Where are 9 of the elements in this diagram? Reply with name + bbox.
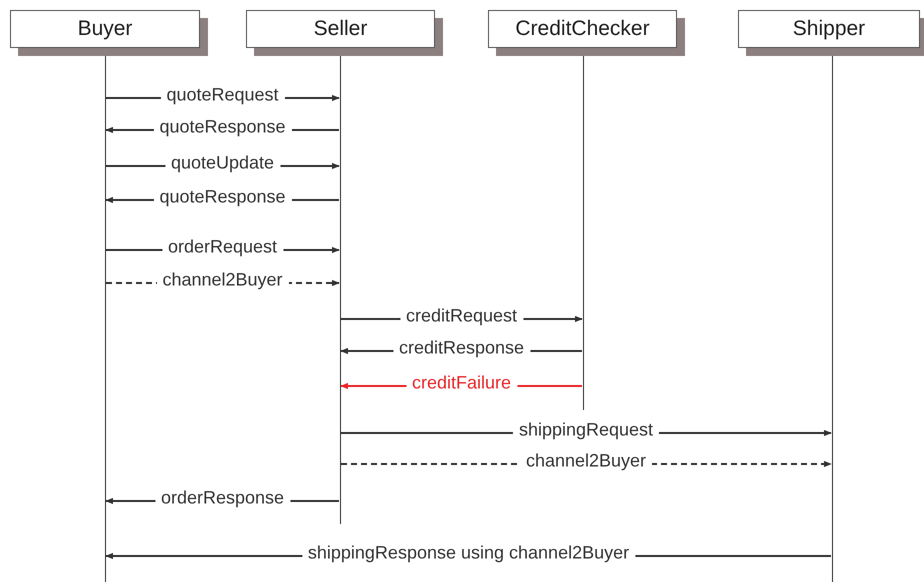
message-label: creditRequest xyxy=(400,306,524,326)
message-label: orderRequest xyxy=(162,236,284,258)
message-label: quoteUpdate xyxy=(164,152,280,174)
message-label: creditResponse xyxy=(392,338,530,358)
message-label: shippingResponse using channel2Buyer xyxy=(302,542,636,564)
message-label: channel2Buyer xyxy=(156,270,289,290)
message-label: orderResponse xyxy=(154,488,290,508)
message-label: shippingRequest xyxy=(512,420,660,440)
message-label: channel2Buyer xyxy=(520,450,652,472)
